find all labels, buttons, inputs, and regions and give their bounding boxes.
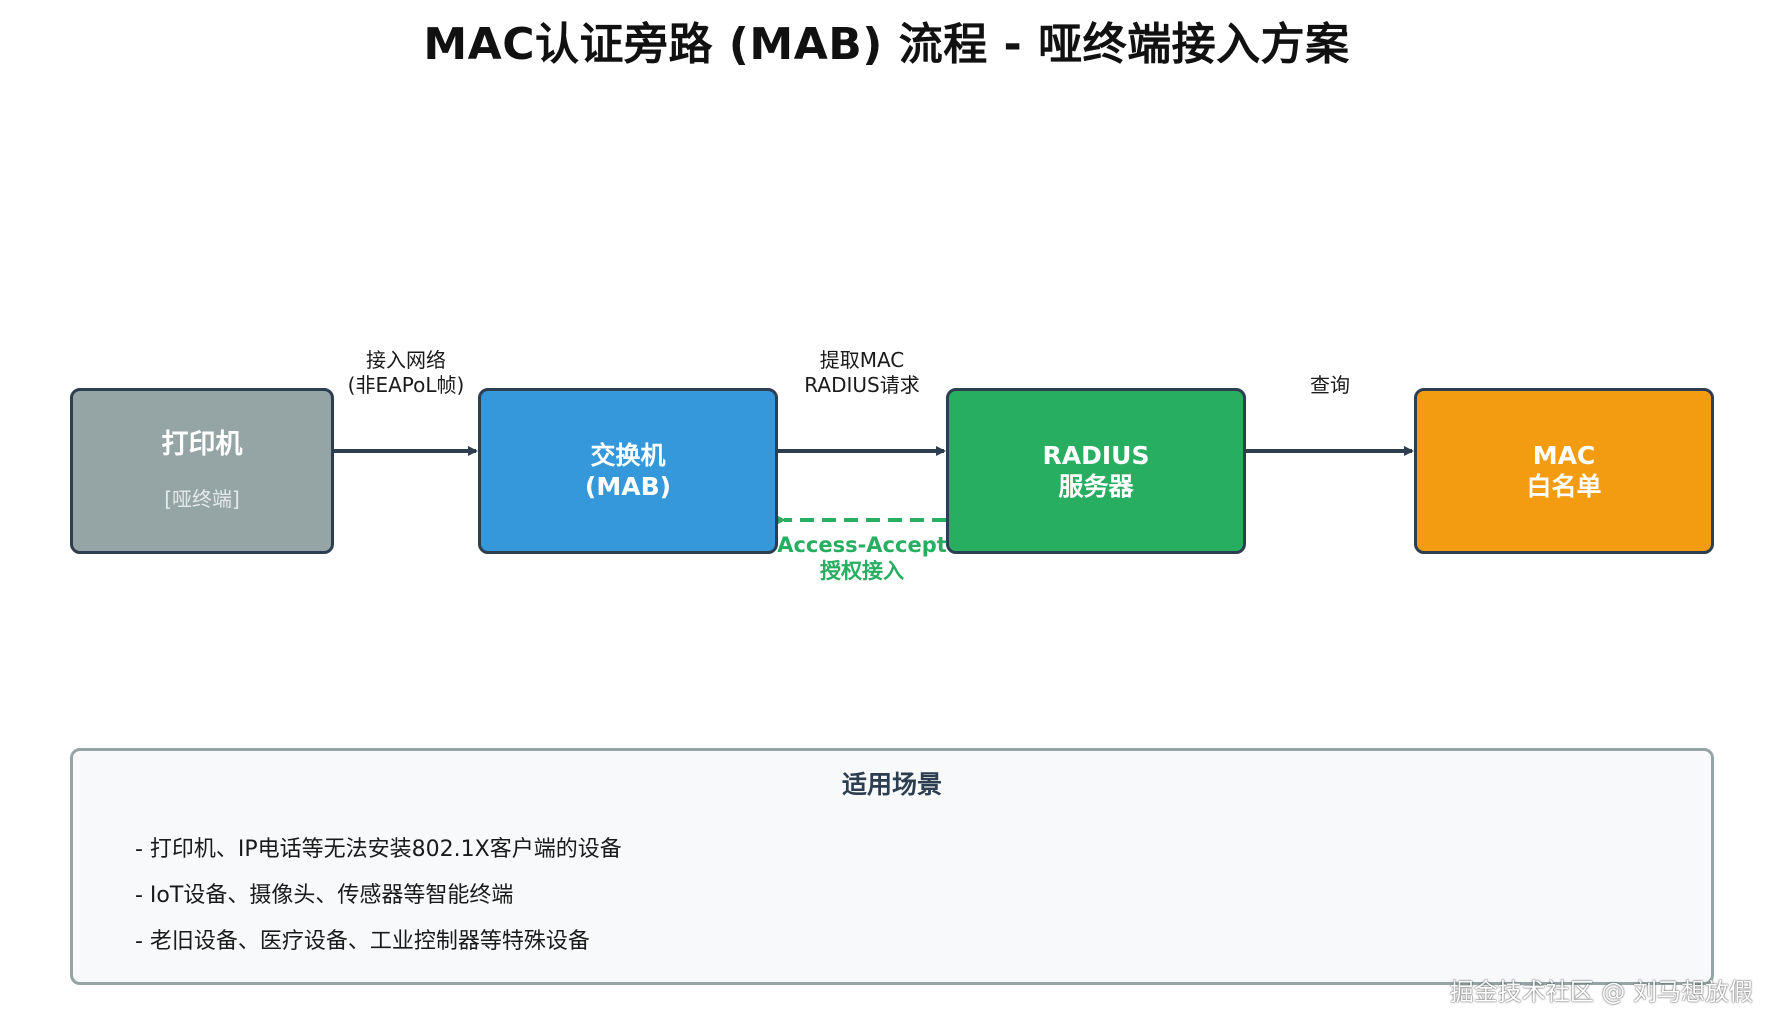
scenario-panel: 适用场景 - 打印机、IP电话等无法安装802.1X客户端的设备 - IoT设备…	[70, 748, 1714, 985]
mac-whitelist-node: MAC 白名单	[1414, 388, 1714, 554]
scenario-item: - 打印机、IP电话等无法安装802.1X客户端的设备	[135, 837, 622, 862]
mac-whitelist-label-line2: 白名单	[1526, 472, 1602, 501]
scenario-item: - 老旧设备、医疗设备、工业控制器等特殊设备	[135, 929, 590, 954]
switch-label-line2: (MAB)	[584, 472, 672, 501]
printer-node: 打印机 [哑终端]	[70, 388, 334, 554]
edge-label-accept-reply: Access-Accept 授权接入	[776, 532, 948, 584]
printer-sublabel: [哑终端]	[164, 486, 240, 511]
reply-label-line: 授权接入	[820, 559, 904, 583]
edge-label-printer-switch: 接入网络 (非EAPoL帧)	[334, 348, 478, 398]
radius-label-line2: 服务器	[1058, 472, 1134, 501]
scenario-title: 适用场景	[841, 770, 942, 799]
edge-label-line: RADIUS请求	[804, 373, 920, 397]
radius-label-line1: RADIUS	[1042, 441, 1150, 470]
edge-label-line: 接入网络	[366, 348, 446, 372]
scenario-list: - 打印机、IP电话等无法安装802.1X客户端的设备 - IoT设备、摄像头、…	[135, 827, 622, 965]
edge-label-switch-radius: 提取MAC RADIUS请求	[778, 348, 946, 398]
page-title: MAC认证旁路 (MAB) 流程 - 哑终端接入方案	[423, 19, 1350, 70]
reply-label-line: Access-Accept	[777, 533, 947, 557]
mac-whitelist-label-line1: MAC	[1532, 441, 1596, 470]
scenario-item: - IoT设备、摄像头、传感器等智能终端	[135, 883, 514, 908]
watermark: 掘金技术社区 @ 刘马想放假	[1449, 978, 1753, 1006]
edge-label-line: 提取MAC	[819, 348, 905, 372]
printer-label: 打印机	[161, 428, 243, 460]
switch-node: 交换机 (MAB)	[478, 388, 778, 554]
edge-label-radius-mac: 查询	[1246, 373, 1414, 398]
edge-label-line: (非EAPoL帧)	[347, 373, 465, 397]
edge-label-line: 查询	[1310, 373, 1350, 397]
switch-label-line1: 交换机	[590, 441, 666, 470]
radius-server-node: RADIUS 服务器	[946, 388, 1246, 554]
